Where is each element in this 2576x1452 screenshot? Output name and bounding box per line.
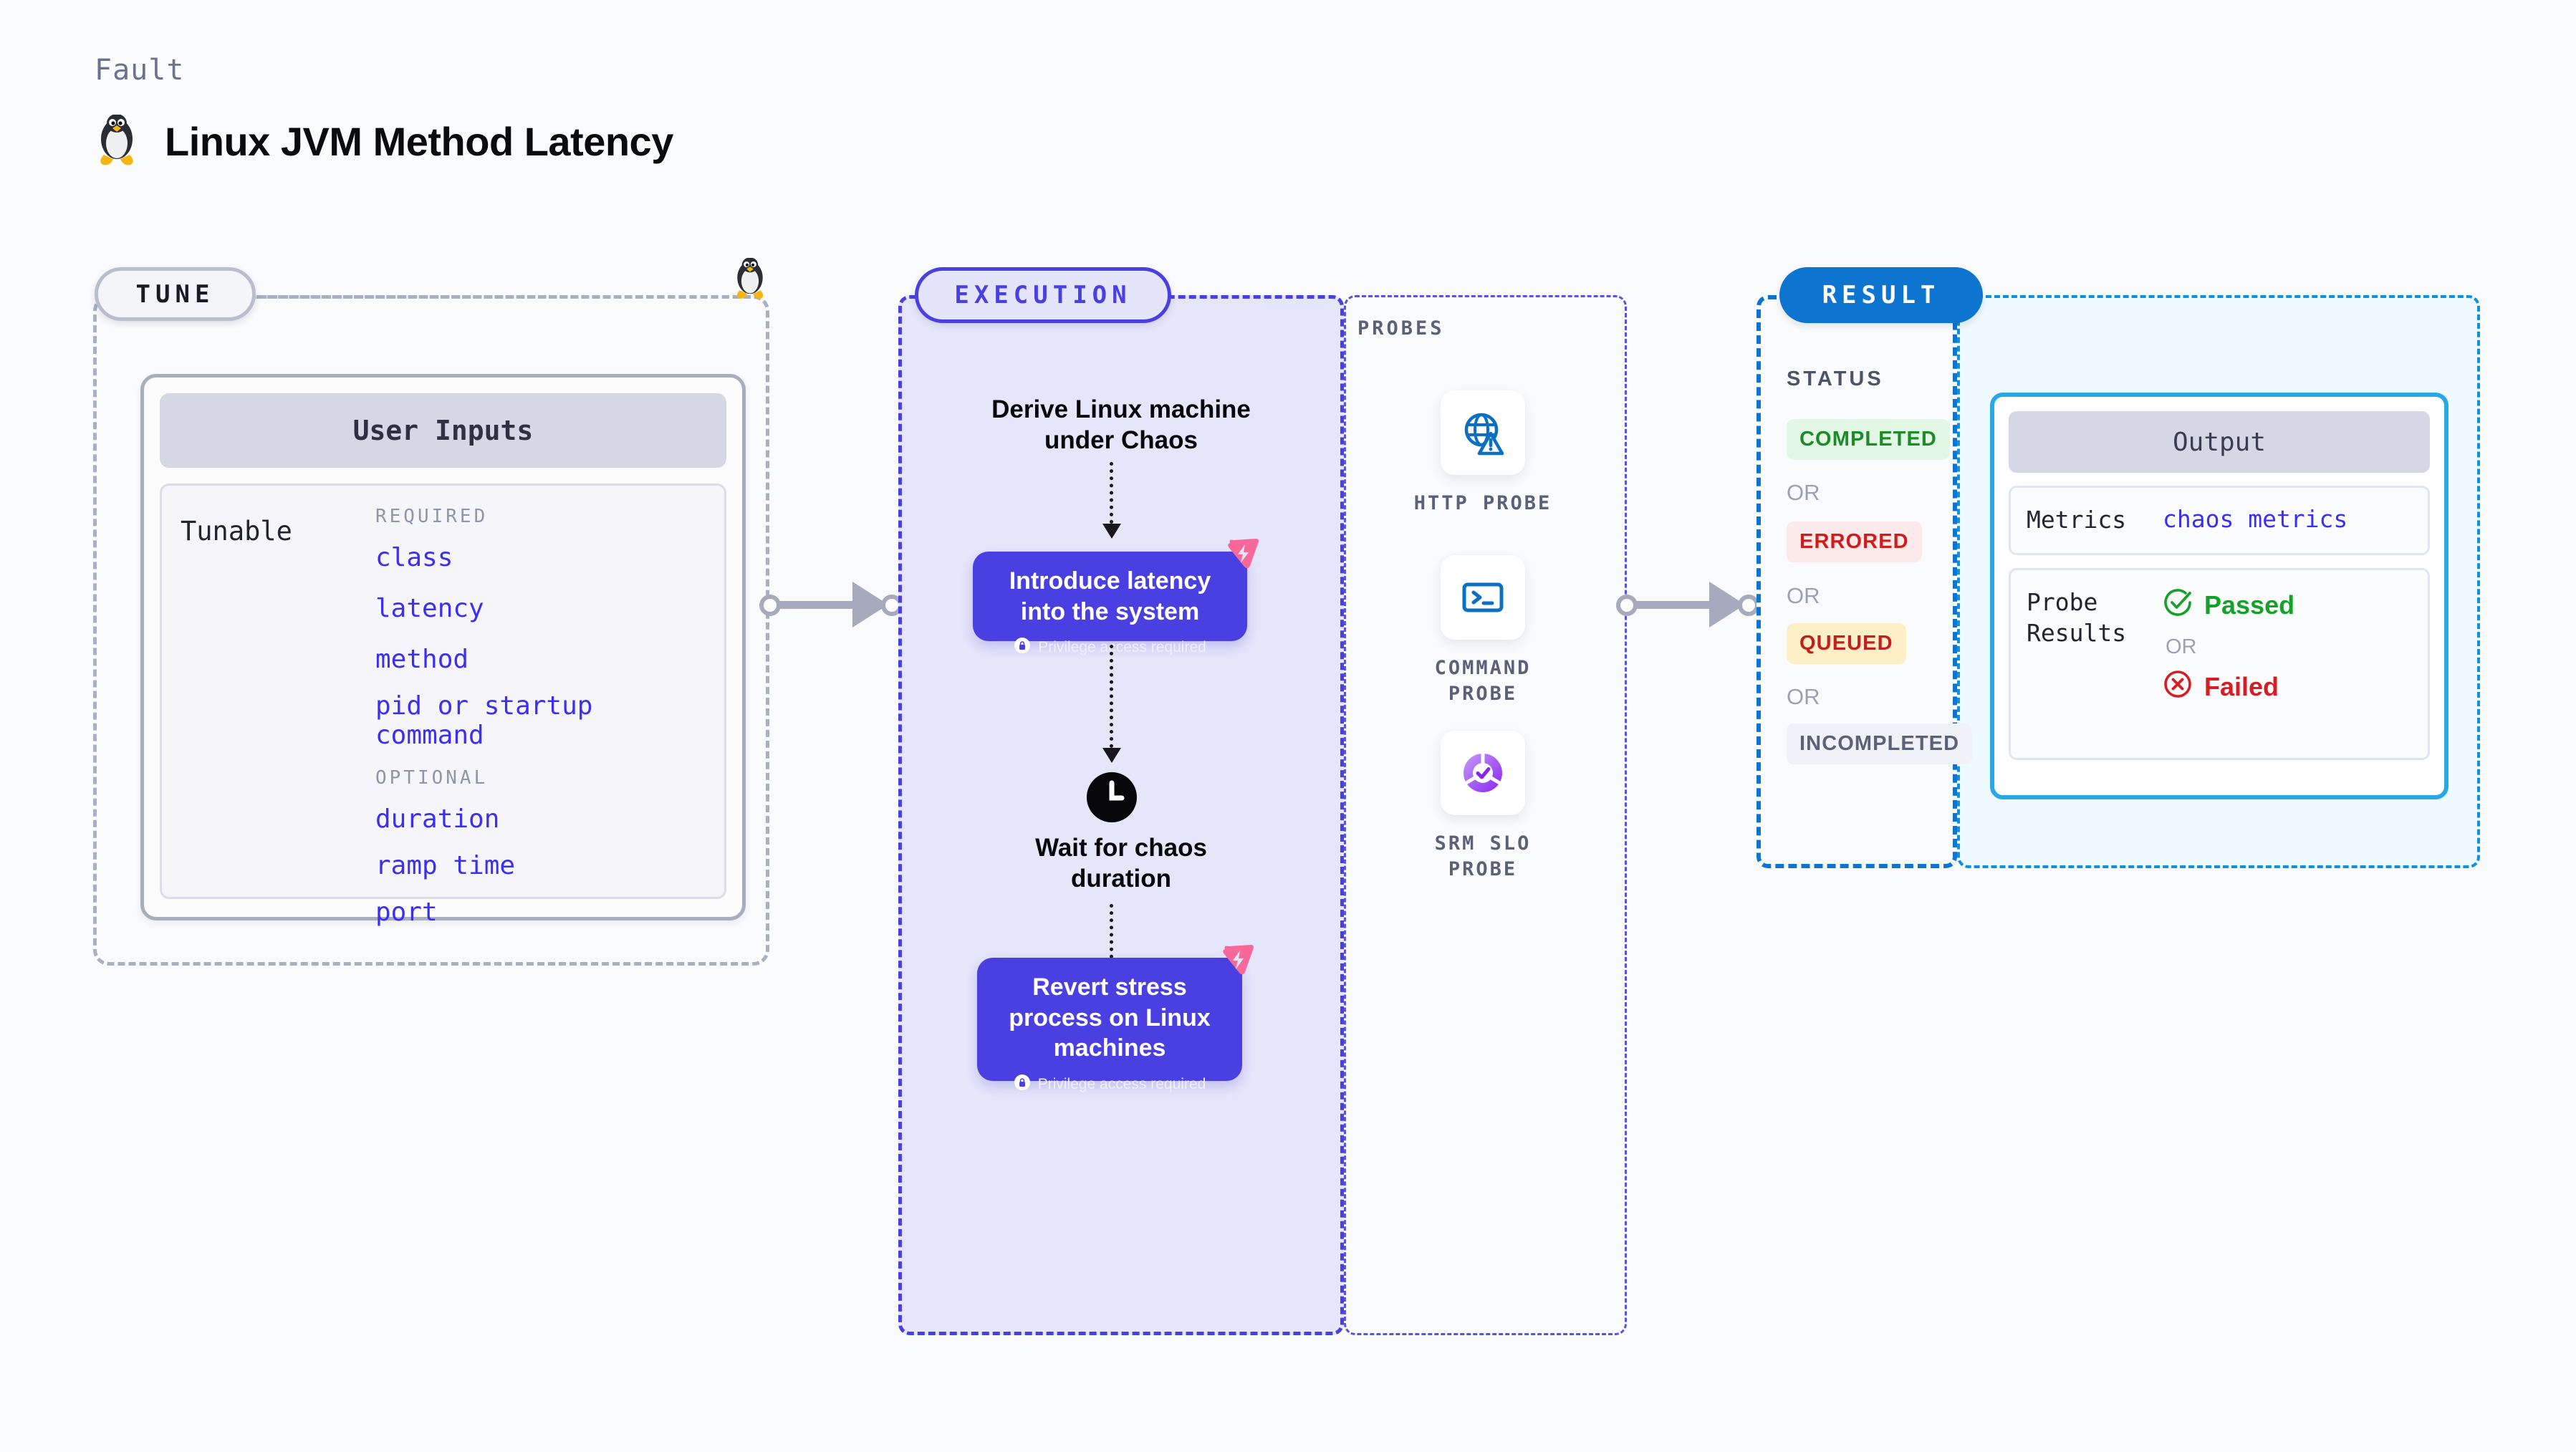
user-inputs-card: User Inputs Tunable REQUIRED class laten…	[140, 374, 746, 927]
tunable-duration[interactable]: duration	[375, 804, 500, 834]
clock-icon	[1087, 772, 1137, 826]
tunable-ramp-time[interactable]: ramp time	[375, 851, 516, 880]
output-card-title: Output	[2009, 411, 2430, 473]
probe-label: COMMAND PROBE	[1434, 657, 1532, 706]
x-circle-icon	[2163, 669, 2193, 706]
tunables-body: Tunable REQUIRED class latency method pi…	[160, 484, 726, 927]
page-title: Linux JVM Method Latency	[165, 118, 673, 164]
lock-icon	[1014, 637, 1031, 658]
probes-title: PROBES	[1357, 317, 1445, 340]
flow-dotted-line	[1110, 462, 1113, 524]
probe-http[interactable]: HTTP PROBE	[1411, 390, 1554, 516]
privilege-note-text: Privilege access required	[1038, 639, 1206, 655]
node-title: Introduce latency into the system	[1009, 567, 1211, 625]
tunable-group-optional: OPTIONAL	[375, 767, 489, 789]
user-inputs-title: User Inputs	[160, 393, 726, 468]
execution-step-wait: Wait for chaos duration	[1035, 834, 1207, 893]
flow-arrow-down	[1102, 524, 1121, 539]
tunable-latency[interactable]: latency	[375, 594, 484, 623]
execution-pill[interactable]: EXECUTION	[915, 267, 1171, 323]
probe-results-values: Passed OR Failed	[2163, 587, 2294, 741]
privilege-note: Privilege access required	[989, 637, 1231, 658]
tunable-method[interactable]: method	[375, 645, 469, 674]
status-badge-completed: COMPLETED	[1787, 419, 1950, 460]
status-badge-queued: QUEUED	[1787, 623, 1906, 664]
chaos-bolt-icon	[1223, 536, 1261, 575]
flow-arrow-down	[1102, 748, 1121, 763]
status-or-3: OR	[1787, 684, 1820, 709]
status-or-1: OR	[1787, 480, 1820, 505]
tune-pill[interactable]: TUNE	[95, 267, 256, 321]
privilege-note: Privilege access required	[993, 1074, 1226, 1095]
metrics-value[interactable]: chaos metrics	[2163, 505, 2348, 533]
fault-eyebrow: Fault	[95, 54, 185, 87]
tunable-class[interactable]: class	[375, 543, 453, 572]
linux-penguin-icon	[95, 115, 139, 168]
execution-step-introduce-latency[interactable]: Introduce latency into the system Privil…	[973, 539, 1259, 655]
tunable-pid-or-startup-command[interactable]: pid or startup command	[375, 691, 593, 750]
result-panel	[1756, 295, 1957, 868]
execution-step-derive: Derive Linux machine under Chaos	[991, 395, 1251, 455]
tunable-port[interactable]: port	[375, 898, 438, 927]
status-or-2: OR	[1787, 583, 1820, 608]
linux-penguin-icon	[732, 257, 768, 304]
result-pill[interactable]: RESULT	[1779, 267, 1983, 323]
output-row-metrics: Metrics chaos metrics	[2009, 486, 2430, 555]
slo-check-icon	[1441, 731, 1525, 815]
probe-label: SRM SLO PROBE	[1434, 832, 1532, 881]
privilege-note-text: Privilege access required	[1037, 1075, 1206, 1092]
status-title: STATUS	[1787, 367, 1884, 390]
passed-label: Passed	[2204, 590, 2295, 620]
chaos-bolt-icon	[1218, 942, 1256, 981]
terminal-icon	[1441, 555, 1525, 640]
probe-result-or: OR	[2166, 635, 2197, 658]
probe-srm-slo[interactable]: SRM SLO PROBE	[1411, 731, 1554, 883]
probe-label: HTTP PROBE	[1413, 492, 1552, 514]
probe-result-passed: Passed	[2163, 587, 2294, 624]
execution-step-revert-stress[interactable]: Revert stress process on Linux machines …	[977, 945, 1254, 1092]
tunable-list: REQUIRED class latency method pid or sta…	[375, 506, 706, 927]
status-badge-incompleted: INCOMPLETED	[1787, 723, 1973, 764]
status-badge-errored: ERRORED	[1787, 521, 1922, 562]
tune-dashed-connector	[256, 295, 751, 299]
probe-result-failed: Failed	[2163, 669, 2294, 706]
node-title: Revert stress process on Linux machines	[1009, 973, 1211, 1062]
output-row-probe-results: Probe Results Passed OR	[2009, 567, 2430, 760]
probe-results-key: Probe Results	[2027, 587, 2127, 647]
tunable-group-required: REQUIRED	[375, 506, 489, 527]
connector-execution-to-result	[1616, 582, 1759, 628]
metrics-key: Metrics	[2027, 506, 2127, 534]
flow-dotted-line	[1110, 904, 1113, 966]
output-card: Output Metrics chaos metrics Probe Resul…	[1990, 393, 2448, 799]
lock-icon	[1014, 1074, 1031, 1095]
globe-warning-icon	[1441, 390, 1525, 475]
connector-tune-to-execution	[759, 582, 903, 628]
flow-dotted-line	[1110, 645, 1113, 748]
fault-title-row: Linux JVM Method Latency	[95, 115, 673, 168]
tunable-label: Tunable	[181, 516, 292, 547]
check-circle-icon	[2163, 587, 2193, 624]
probe-command[interactable]: COMMAND PROBE	[1411, 555, 1554, 708]
failed-label: Failed	[2204, 672, 2279, 702]
